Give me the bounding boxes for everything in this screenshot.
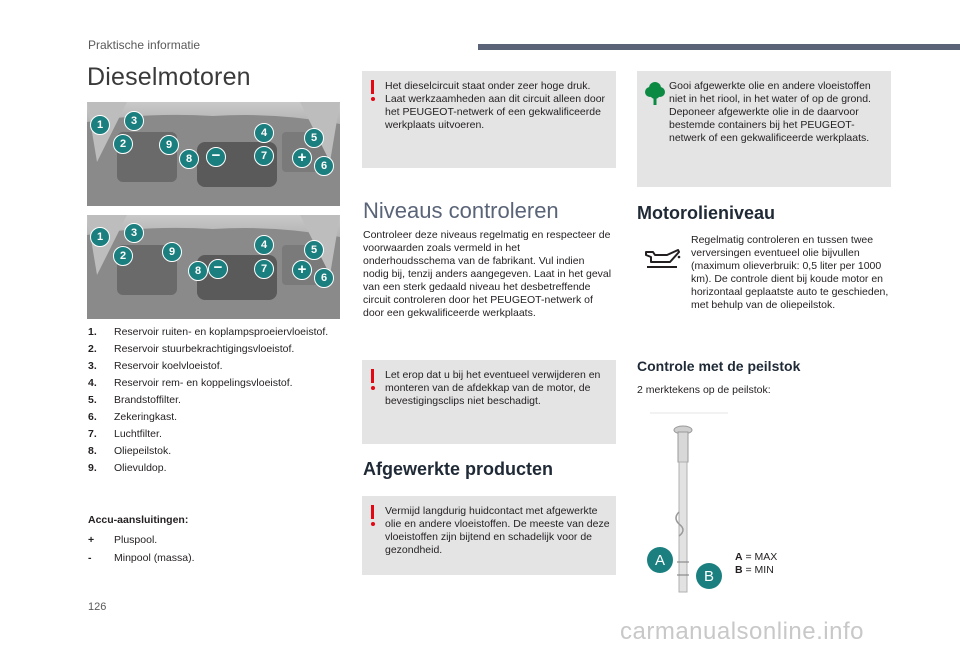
legend-a-value: = MAX: [742, 551, 778, 563]
warning-box-huidcontact: Vermijd langdurig huidcontact met afgewe…: [362, 496, 616, 575]
header-bar: [478, 44, 960, 50]
page-number: 126: [88, 601, 107, 613]
photo-badge-1: 1: [90, 115, 110, 135]
photo-badge-plus: +: [292, 148, 312, 168]
list-item: 5. Brandstoffilter.: [88, 394, 338, 407]
section-title-afgewerkte: Afgewerkte producten: [363, 459, 554, 479]
section-title-niveaus: Niveaus controleren: [363, 198, 559, 223]
list-item: 9. Olievuldop.: [88, 462, 338, 475]
list-item: 7. Luchtfilter.: [88, 428, 338, 441]
item-number: -: [88, 552, 92, 564]
item-label: Olievuldop.: [114, 462, 167, 474]
photo-badge-minus: −: [208, 259, 228, 279]
photo-badge-3: 3: [124, 223, 144, 243]
warning-text: Vermijd langdurig huidcontact met afgewe…: [385, 505, 610, 556]
legend-b-letter: B: [735, 564, 743, 576]
marker-b: B: [696, 563, 722, 589]
marker-legend: A = MAX B = MIN: [735, 551, 777, 577]
photo-badge-7: 7: [254, 146, 274, 166]
marker-b-letter: B: [704, 568, 714, 585]
list-item: - Minpool (massa).: [88, 552, 195, 565]
item-number: 8.: [88, 445, 97, 457]
item-number: 2.: [88, 343, 97, 355]
photo-badge-4: 4: [254, 235, 274, 255]
item-label: Reservoir koelvloeistof.: [114, 360, 223, 372]
engine-photo-top: 1 2 3 9 8 − 4 7 5 + 6: [87, 102, 340, 206]
item-number: 5.: [88, 394, 97, 406]
item-number: 6.: [88, 411, 97, 423]
page-title: Dieselmotoren: [87, 63, 251, 91]
photo-badge-2: 2: [113, 246, 133, 266]
photo-badge-9: 9: [159, 135, 179, 155]
list-item: 8. Oliepeilstok.: [88, 445, 338, 458]
warning-text: Het dieselcircuit staat onder zeer hoge …: [385, 80, 606, 131]
photo-badge-4: 4: [254, 123, 274, 143]
dipstick-illustration: A B: [647, 412, 728, 593]
photo-badge-9: 9: [162, 242, 182, 262]
item-number: 9.: [88, 462, 97, 474]
accu-title: Accu-aansluitingen:: [88, 514, 189, 526]
tree-icon: [645, 82, 665, 105]
list-item: 4. Reservoir rem- en koppelingsvloeistof.: [88, 377, 338, 390]
component-list: 1. Reservoir ruiten- en koplampsproeiervl…: [88, 326, 338, 479]
list-item: 6. Zekeringkast.: [88, 411, 338, 424]
legend-b-value: = MIN: [742, 564, 774, 576]
oil-can-icon: [645, 249, 681, 268]
niveaus-text: Controleer deze niveaus regelmatig en re…: [363, 229, 612, 319]
watermark: carmanualsonline.info: [620, 618, 864, 645]
list-item: 1. Reservoir ruiten- en koplampsproeiervl…: [88, 326, 338, 339]
photo-badge-minus: −: [206, 147, 226, 167]
photo-badge-2: 2: [113, 134, 133, 154]
photo-badge-7: 7: [254, 259, 274, 279]
item-number: 1.: [88, 326, 97, 338]
item-label: Brandstoffilter.: [114, 394, 181, 406]
item-label: Minpool (massa).: [114, 552, 195, 564]
photo-badge-5: 5: [304, 128, 324, 148]
photo-badge-8: 8: [188, 261, 208, 281]
photo-badge-5: 5: [304, 240, 324, 260]
item-number: 3.: [88, 360, 97, 372]
item-label: Luchtfilter.: [114, 428, 162, 440]
photo-badge-3: 3: [124, 111, 144, 131]
section-title-motorolie: Motorolieniveau: [637, 203, 776, 223]
item-label: Pluspool.: [114, 534, 158, 546]
warning-icon: [370, 369, 376, 391]
warning-icon: [370, 505, 376, 527]
list-item: 2. Reservoir stuurbekrachtigingsvloeistof…: [88, 343, 338, 356]
legend-a-letter: A: [735, 551, 743, 563]
photo-badge-1: 1: [90, 227, 110, 247]
section-title-peilstok: Controle met de peilstok: [637, 358, 801, 374]
warning-text: Let erop dat u bij het eventueel verwijd…: [385, 369, 601, 407]
legend-min: B = MIN: [735, 564, 777, 577]
item-number: 4.: [88, 377, 97, 389]
item-label: Reservoir ruiten- en koplampsproeiervloe…: [114, 326, 329, 338]
photo-badge-8: 8: [179, 149, 199, 169]
accu-list: + Pluspool. - Minpool (massa).: [88, 534, 195, 570]
item-label: Reservoir rem- en koppelingsvloeistof.: [114, 377, 293, 389]
warning-box-afdekkap: Let erop dat u bij het eventueel verwijd…: [362, 360, 616, 444]
photo-badge-plus: +: [292, 260, 312, 280]
item-number: 7.: [88, 428, 97, 440]
environment-box: Gooi afgewerkte olie en andere vloeistof…: [637, 71, 891, 187]
marker-a: A: [647, 547, 673, 573]
legend-max: A = MAX: [735, 551, 777, 564]
photo-badge-6: 6: [314, 156, 334, 176]
item-label: Zekeringkast.: [114, 411, 178, 423]
environment-text: Gooi afgewerkte olie en andere vloeistof…: [669, 80, 871, 144]
engine-photo-bottom: 1 2 3 9 8 − 4 7 5 + 6: [87, 215, 340, 319]
marker-a-letter: A: [655, 552, 665, 569]
list-item: + Pluspool.: [88, 534, 195, 547]
section-header: Praktische informatie: [88, 38, 201, 52]
item-number: +: [88, 534, 95, 546]
item-label: Oliepeilstok.: [114, 445, 172, 457]
warning-icon: [370, 80, 376, 102]
item-label: Reservoir stuurbekrachtigingsvloeistof.: [114, 343, 295, 355]
motorolie-text: Regelmatig controleren en tussen twee ve…: [691, 234, 889, 311]
warning-box-diesel: Het dieselcircuit staat onder zeer hoge …: [362, 71, 616, 168]
list-item: 3. Reservoir koelvloeistof.: [88, 360, 338, 373]
photo-badge-6: 6: [314, 268, 334, 288]
peilstok-text: 2 merktekens op de peilstok:: [637, 384, 771, 396]
